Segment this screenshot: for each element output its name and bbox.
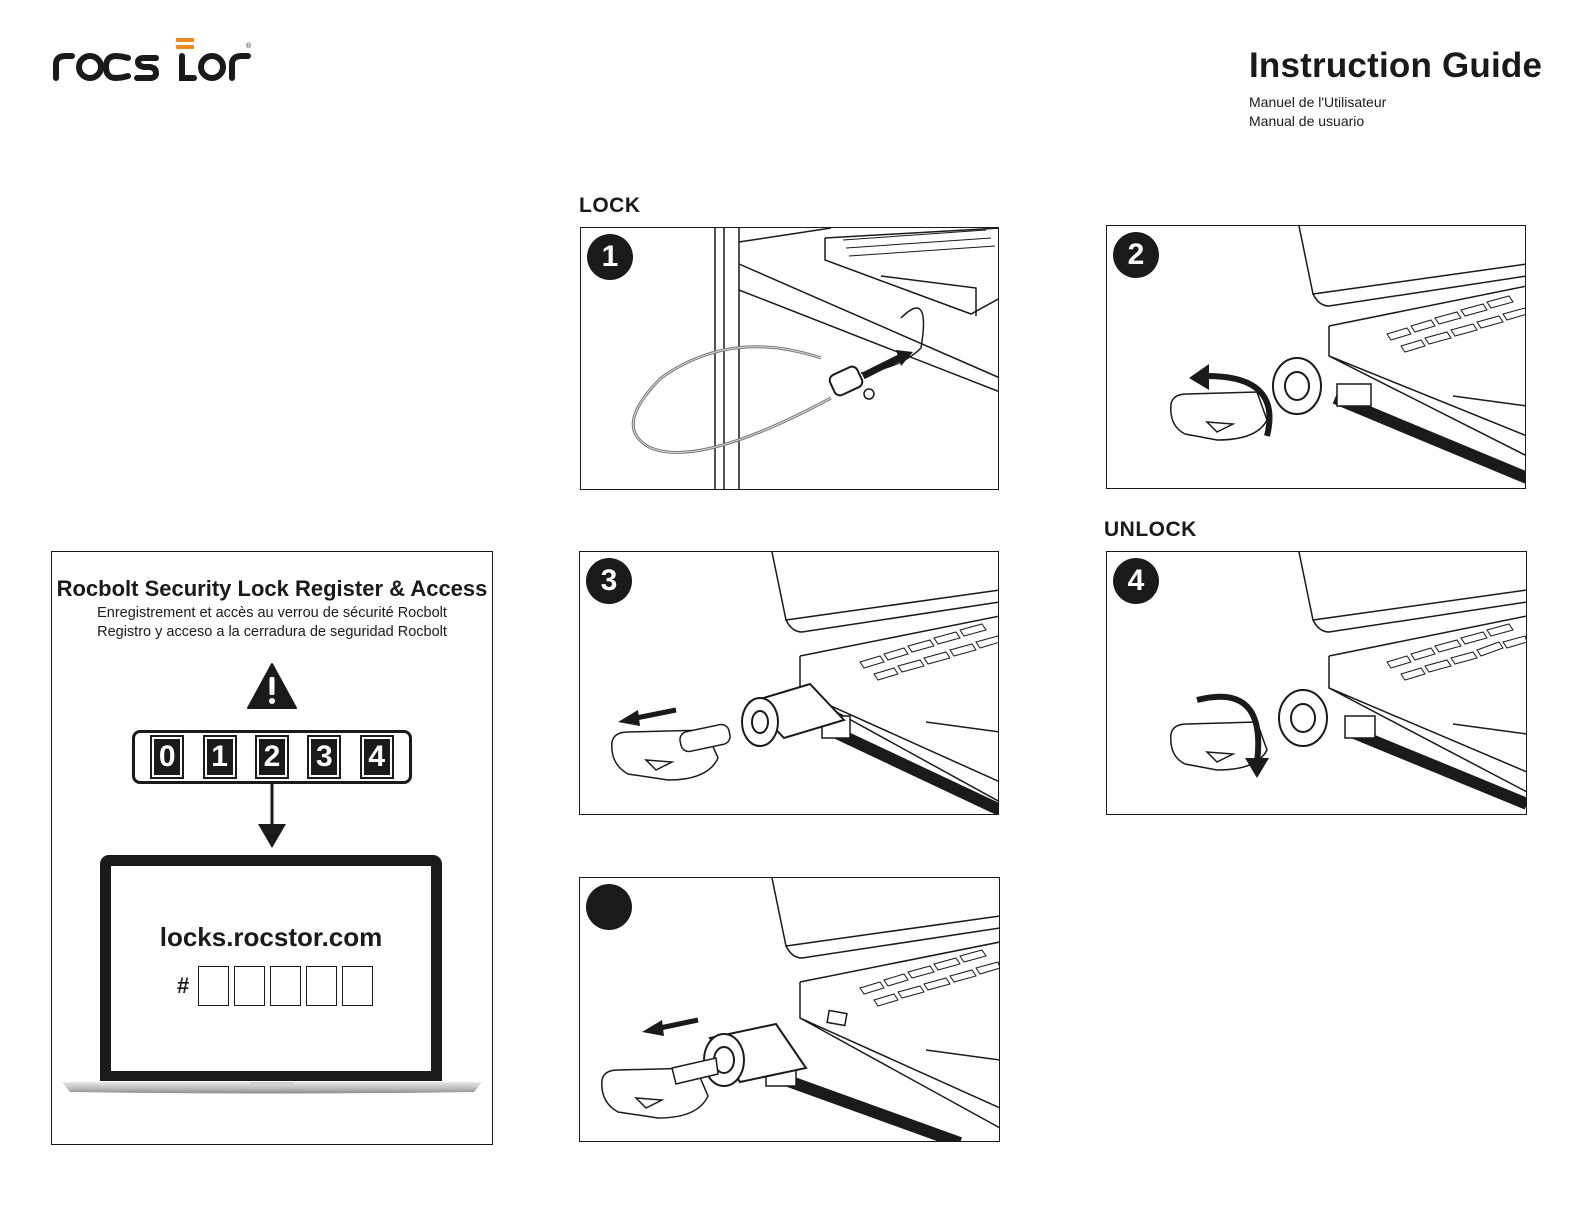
laptop-display: locks.rocstor.com # xyxy=(111,866,431,1071)
page-title: Instruction Guide xyxy=(1249,46,1542,86)
laptop-illustration: locks.rocstor.com # xyxy=(62,852,482,1097)
arrow-down-icon xyxy=(257,784,287,850)
register-subtitle-spanish: Registro y acceso a la cerradura de segu… xyxy=(52,624,492,640)
registration-url: locks.rocstor.com xyxy=(111,922,431,953)
svg-text:®: ® xyxy=(246,42,252,50)
step-number-badge: 4 xyxy=(1113,558,1159,604)
step-number-badge: 3 xyxy=(586,558,632,604)
warning-triangle-icon xyxy=(246,662,298,710)
unlock-section-label: UNLOCK xyxy=(1104,518,1197,542)
code-entry-box xyxy=(306,966,337,1006)
register-subtitle-french: Enregistrement et accès au verrou de séc… xyxy=(52,605,492,621)
hash-label: # xyxy=(177,973,189,999)
lock-section-label: LOCK xyxy=(579,194,641,218)
step-3-panel: 3 xyxy=(579,551,999,815)
code-entry-box xyxy=(198,966,229,1006)
step-5-panel xyxy=(579,877,1000,1142)
subtitle-spanish: Manual de usuario xyxy=(1249,113,1364,129)
remove-key-illustration xyxy=(580,552,999,815)
lock-code-digit-strip: 0 1 2 3 4 xyxy=(132,730,412,784)
subtitle-french: Manuel de l'Utilisateur xyxy=(1249,94,1386,110)
code-digit: 2 xyxy=(257,737,287,777)
step-number-badge: 1 xyxy=(587,234,633,280)
step-4-panel: 4 xyxy=(1106,551,1527,815)
rocstor-logo: ® xyxy=(52,36,252,86)
code-digit: 0 xyxy=(152,737,182,777)
step-1-panel: 1 xyxy=(580,227,999,490)
remove-key-unlock-illustration xyxy=(580,878,1000,1142)
code-digit: 4 xyxy=(362,737,392,777)
cable-loop-illustration xyxy=(581,228,999,490)
step-number-badge xyxy=(586,884,632,930)
code-entry-row: # xyxy=(177,966,373,1006)
step-2-panel: 2 xyxy=(1106,225,1526,489)
step-number-badge: 2 xyxy=(1113,232,1159,278)
code-digit: 3 xyxy=(309,737,339,777)
code-entry-box xyxy=(342,966,373,1006)
unlock-key-turn-illustration xyxy=(1107,552,1527,815)
code-entry-box xyxy=(270,966,301,1006)
code-entry-box xyxy=(234,966,265,1006)
key-turn-lock-illustration xyxy=(1107,226,1526,489)
register-access-box: Rocbolt Security Lock Register & Access … xyxy=(51,551,493,1145)
register-title: Rocbolt Security Lock Register & Access xyxy=(52,576,492,602)
laptop-base xyxy=(62,1080,482,1094)
code-digit: 1 xyxy=(205,737,235,777)
laptop-screen: locks.rocstor.com # xyxy=(100,855,442,1081)
